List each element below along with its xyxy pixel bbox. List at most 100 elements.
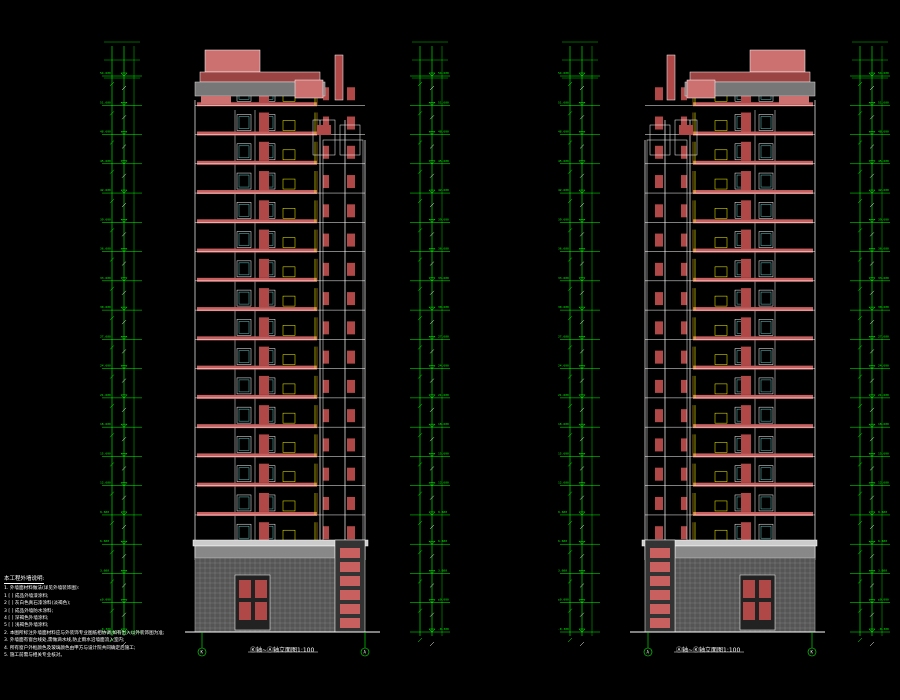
stair-window: [323, 116, 329, 130]
stair-window: [347, 204, 355, 218]
facade-panel: [259, 317, 269, 337]
dimension-slash: [417, 432, 423, 438]
dimension-slash: [567, 403, 573, 409]
level-label: 12.600: [100, 481, 111, 485]
note-item: 2 [ ] 灰白色真石漆涂料(淡褐色);: [4, 601, 71, 607]
machine-room-window: [317, 125, 331, 135]
level-marker: [428, 540, 436, 545]
stair-window: [655, 87, 663, 101]
dimension-slash: [109, 345, 115, 350]
level-label: 24.600: [558, 364, 569, 368]
stair-window: [323, 292, 329, 306]
level-label: 18.600: [878, 422, 889, 426]
window-pane: [760, 262, 772, 276]
window-pane: [238, 496, 250, 510]
balcony-rail: [282, 471, 296, 482]
level-marker: [120, 482, 128, 487]
window-pane: [238, 408, 250, 422]
dimension-slash: [429, 349, 435, 354]
dimension-slash: [121, 202, 127, 208]
dimension-slash: [417, 169, 423, 174]
level-marker: [868, 277, 876, 282]
dimension-slash: [857, 432, 863, 438]
window-pane: [238, 204, 250, 217]
level-marker: [120, 160, 128, 165]
dimension-slash: [121, 436, 127, 442]
floor-slab: [197, 394, 317, 399]
dimension-slash: [121, 466, 127, 471]
pavilion-window: [340, 562, 360, 572]
stair-window: [681, 204, 687, 218]
pavilion-window: [340, 548, 360, 558]
floor-slab: [693, 336, 813, 341]
dimension-slash: [417, 403, 423, 409]
balcony-rail: [282, 354, 296, 365]
level-label: ±0.000: [558, 598, 569, 602]
level-marker: [428, 511, 436, 516]
grid-axis-bubble: [360, 647, 370, 657]
window: [758, 406, 774, 424]
dimension-slash: [567, 169, 573, 174]
note-item: 2. 本图所标注外墙面材料应与外装饰专业图纸相协调,如有出入以外装饰图为准;: [4, 630, 165, 636]
balcony-rail: [282, 149, 296, 161]
facade-panel: [259, 375, 269, 395]
window: [236, 465, 252, 482]
dimension-slash: [579, 466, 585, 471]
level-marker: [428, 72, 436, 77]
dimension-slash: [869, 232, 875, 237]
level-label: 24.600: [438, 364, 449, 368]
level-marker: [428, 160, 436, 165]
level-marker: [868, 160, 876, 165]
roof-rail: [684, 81, 816, 97]
podium-band: [194, 545, 336, 559]
dimension-slash: [417, 228, 423, 233]
stair-window: [655, 233, 663, 247]
level-marker: [428, 453, 436, 457]
level-label: 9.600: [100, 510, 109, 514]
level-marker: [868, 72, 876, 77]
level-label: 54.600: [438, 71, 449, 75]
level-marker: [578, 189, 586, 194]
level-marker: [428, 394, 436, 399]
stair-window: [347, 526, 355, 540]
level-marker: [578, 394, 586, 399]
stair-window: [323, 467, 329, 481]
window: [236, 202, 252, 219]
stair-window: [323, 233, 329, 247]
dimension-slash: [429, 232, 435, 237]
dimension-slash: [417, 345, 423, 350]
dimension-slash: [417, 81, 423, 87]
dimension-slash: [579, 85, 585, 91]
window: [236, 436, 252, 453]
window-pane: [238, 145, 250, 159]
level-marker: [120, 423, 128, 428]
level-marker: [120, 189, 128, 194]
level-label: 12.600: [878, 481, 889, 485]
grid-axis-label: K: [811, 650, 814, 655]
dimension-slash: [869, 495, 875, 500]
facade-panel: [741, 141, 751, 161]
window: [236, 172, 252, 190]
dimension-slash: [579, 349, 585, 354]
floor-slab: [693, 394, 813, 399]
stair-window: [347, 350, 355, 364]
grid-axis-bubble: [643, 647, 653, 657]
window-pane: [760, 291, 772, 305]
dimension-slash: [121, 495, 127, 500]
window: [758, 202, 774, 219]
stair-window: [681, 262, 687, 276]
roof-eave: [686, 79, 716, 99]
stair-window: [655, 496, 663, 510]
window: [236, 260, 252, 278]
dimension-slash: [857, 520, 863, 526]
dimension-slash: [579, 436, 585, 442]
machine-room: [339, 124, 361, 156]
floor-slab: [693, 277, 813, 282]
dimension-slash: [109, 432, 115, 438]
window-pane: [760, 321, 772, 334]
level-marker: [868, 394, 876, 399]
level-marker: [578, 131, 586, 135]
window-pane: [238, 438, 250, 451]
floor-slab: [197, 424, 317, 429]
